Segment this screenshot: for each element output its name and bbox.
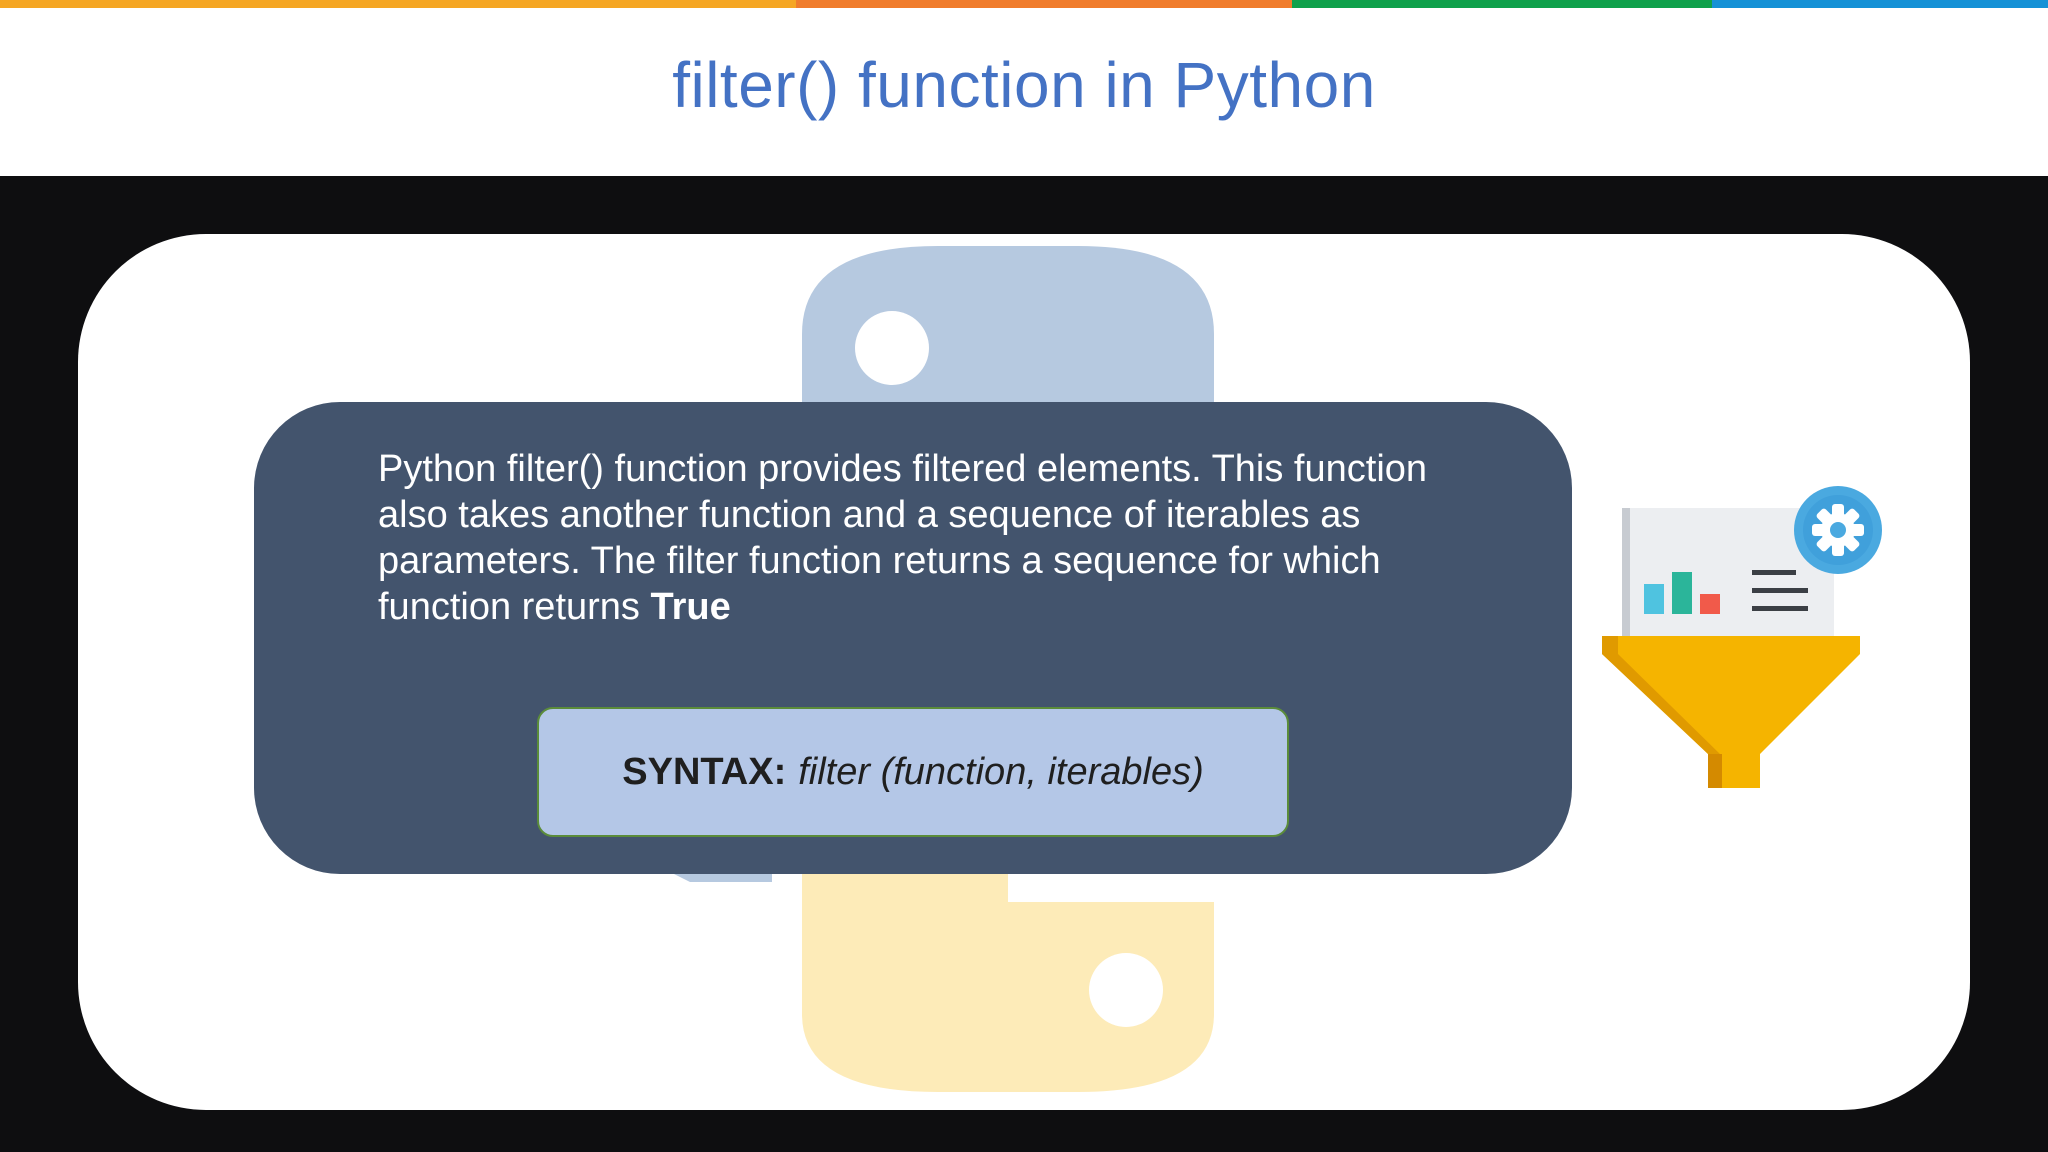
syntax-box: SYNTAX: filter (function, iterables) [537,707,1289,837]
filter-funnel-icon [1602,486,1882,788]
color-bar-orange [0,0,796,8]
top-color-bar [0,0,2048,8]
description-text-main: Python filter() function provides filter… [378,448,1428,628]
description-text: Python filter() function provides filter… [378,446,1458,630]
gear-icon [1794,486,1882,574]
syntax-code: filter (function, iterables) [798,750,1204,793]
color-bar-red-orange [796,0,1292,8]
syntax-label: SYNTAX: [622,750,787,793]
description-text-bold: True [650,586,731,628]
color-bar-green [1292,0,1712,8]
color-bar-blue [1712,0,2048,8]
slide-header [0,8,2048,176]
slide-title: filter() function in Python [672,49,1376,121]
